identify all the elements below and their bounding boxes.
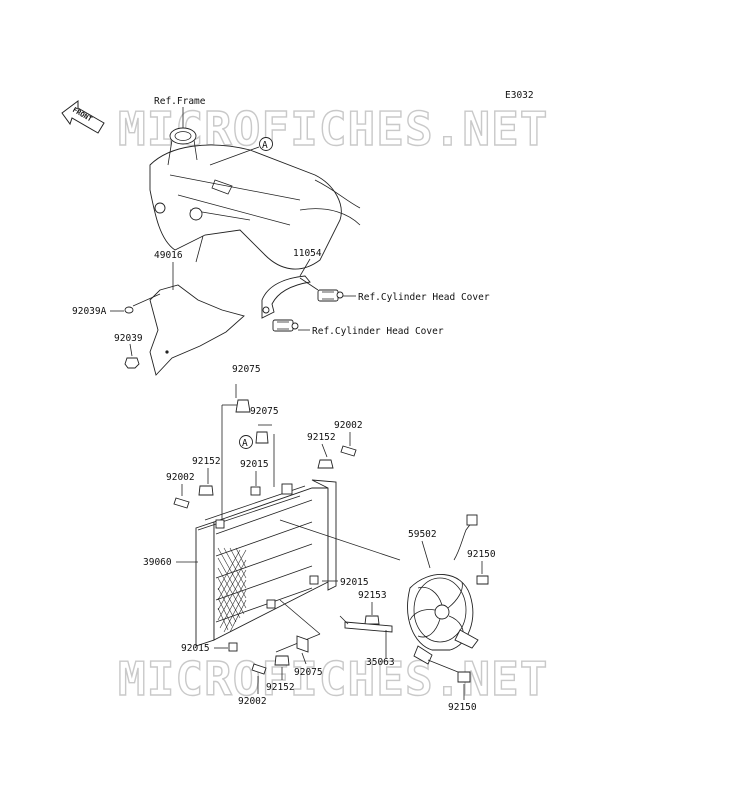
- label-ref-cyl-head-cover-2: Ref.Cylinder Head Cover: [312, 326, 444, 337]
- callout-a-top: [259, 137, 273, 151]
- nut-92039: [124, 357, 140, 369]
- callout-a-lower-label: A: [242, 438, 248, 449]
- label-49016: 49016: [154, 250, 183, 261]
- bolt-92002-bottom: [251, 663, 267, 675]
- label-92002-right: 92002: [334, 420, 363, 431]
- label-92150-top: 92150: [467, 549, 496, 560]
- watermark-bottom: MICROFICHES.NET: [118, 652, 548, 706]
- diagram-code: E3032: [505, 90, 534, 101]
- callout-a-top-label: A: [262, 140, 268, 151]
- label-92002-bottom: 92002: [238, 696, 267, 707]
- bolt-92002-left: [173, 497, 190, 509]
- label-ref-frame: Ref.Frame: [154, 96, 206, 107]
- label-92015-bottom: 92015: [181, 643, 210, 654]
- bolt-92150-top: [476, 575, 489, 585]
- label-92039: 92039: [114, 333, 143, 344]
- sensor-upper: [317, 289, 344, 302]
- grommet-92075-mid: [255, 431, 269, 444]
- clip-92015-top: [250, 486, 261, 496]
- bolt-92002-right: [340, 445, 357, 457]
- screw-92039A: [124, 306, 134, 314]
- label-59502: 59502: [408, 529, 437, 540]
- grommet-92075-bottom: [296, 635, 309, 653]
- label-39060: 39060: [143, 557, 172, 568]
- label-92015-top: 92015: [240, 459, 269, 470]
- label-35063: 35063: [366, 657, 395, 668]
- label-92152-left: 92152: [192, 456, 221, 467]
- label-92075-top: 92075: [232, 364, 261, 375]
- label-92150-bottom: 92150: [448, 702, 477, 713]
- bolt-92150-bottom: [457, 671, 471, 683]
- grommet-92075-top: [235, 399, 251, 413]
- shroud-part: [149, 284, 245, 376]
- bracket-35063: [339, 615, 393, 633]
- sensor-lower: [272, 319, 299, 332]
- collar-92152-right: [317, 459, 334, 469]
- label-92153: 92153: [358, 590, 387, 601]
- front-arrow-icon: FRONT: [61, 100, 105, 134]
- frame-part: [149, 127, 361, 270]
- label-92002-left: 92002: [166, 472, 195, 483]
- label-92075-mid: 92075: [250, 406, 279, 417]
- radiator-39060: [195, 479, 337, 647]
- label-92152-bottom: 92152: [266, 682, 295, 693]
- fan-59502: [407, 514, 479, 665]
- label-92039A: 92039A: [72, 306, 107, 317]
- label-92152-right: 92152: [307, 432, 336, 443]
- collar-92153: [364, 615, 380, 625]
- collar-92152-bottom: [274, 655, 290, 666]
- collar-92152-left: [198, 485, 214, 496]
- clip-92015-bottom: [228, 642, 238, 652]
- label-ref-cyl-head-cover-1: Ref.Cylinder Head Cover: [358, 292, 490, 303]
- callout-a-lower: [239, 435, 253, 449]
- bracket-11054: [261, 275, 319, 319]
- label-92015-mid: 92015: [340, 577, 369, 588]
- label-11054: 11054: [293, 248, 322, 259]
- label-92075-bottom: 92075: [294, 667, 323, 678]
- radiator-fins: [217, 547, 247, 633]
